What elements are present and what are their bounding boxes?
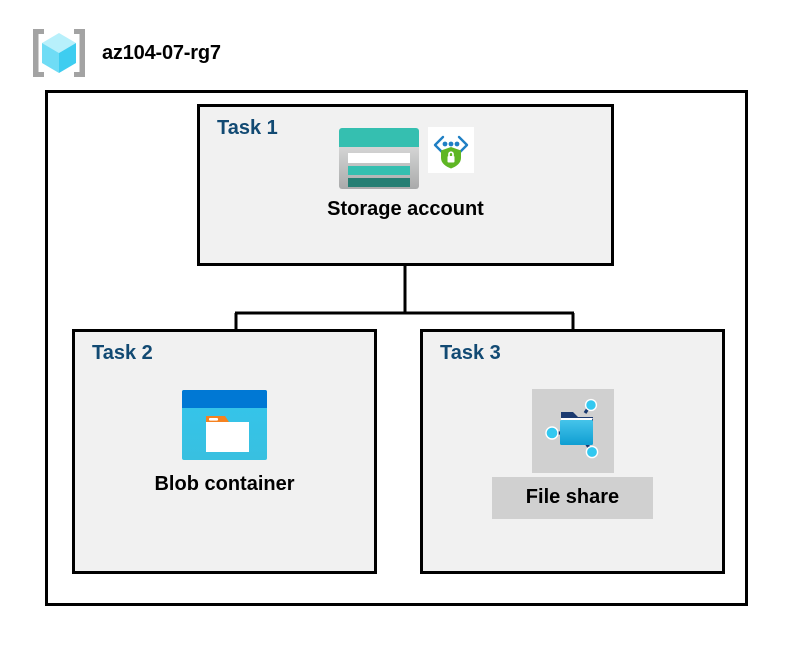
resource-group-header: az104-07-rg7 [30, 26, 221, 80]
task-2-label: Task 2 [92, 342, 153, 364]
file-share-label: File share [491, 477, 654, 519]
blob-container-label: Blob container [154, 473, 295, 495]
task-2-box[interactable]: Task 2 Blob container [72, 329, 377, 574]
storage-account-label: Storage account [327, 198, 484, 220]
storage-account-icon [338, 128, 419, 189]
task-1-box[interactable]: Task 1 [197, 104, 614, 266]
blob-container-node[interactable]: Blob container [75, 389, 374, 496]
resource-group-name: az104-07-rg7 [102, 41, 221, 64]
file-share-icon-highlight [531, 389, 614, 473]
resource-group-icon [33, 29, 85, 77]
file-share-icon [544, 398, 598, 459]
file-share-node[interactable]: File share [423, 389, 722, 519]
task-1-label: Task 1 [217, 117, 278, 139]
task-3-label: Task 3 [440, 342, 501, 364]
task-3-box[interactable]: Task 3 [420, 329, 725, 574]
storage-security-shield-icon [427, 127, 474, 173]
storage-account-node[interactable]: Storage account [200, 127, 611, 221]
storage-account-icon-row [338, 127, 474, 190]
blob-container-icon [182, 390, 267, 460]
